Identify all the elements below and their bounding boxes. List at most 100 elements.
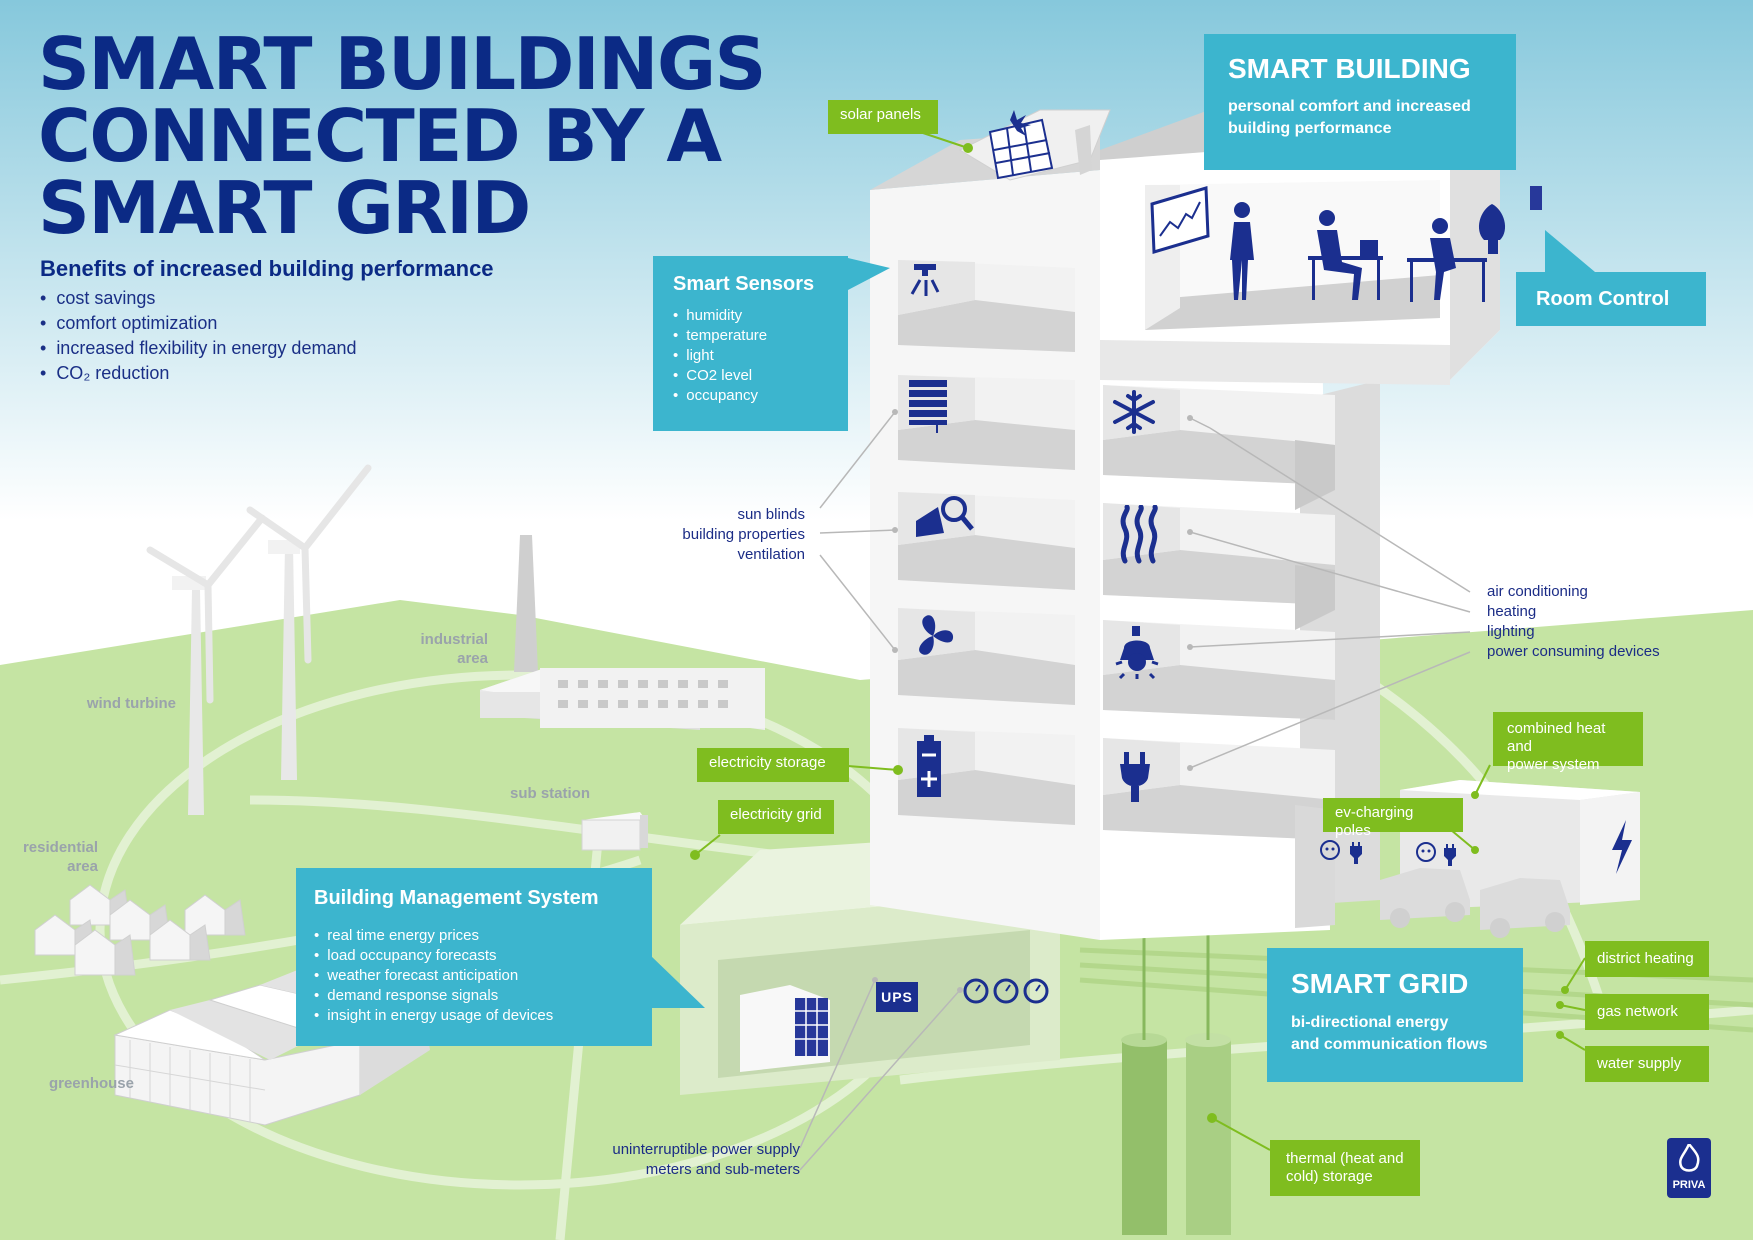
- sensor-item: light: [673, 346, 828, 366]
- sensor-side-labels: sun blinds building properties ventilati…: [640, 505, 805, 565]
- device-side-labels: air conditioning heating lighting power …: [1487, 582, 1687, 662]
- label-meters: meters and sub-meters: [645, 1161, 800, 1178]
- bms-title: Building Management System: [314, 887, 599, 909]
- title-line-2: CONNECTED BY A: [38, 94, 722, 178]
- priva-logo-text: PRIVA: [1672, 1179, 1706, 1191]
- smart-sensors-list: humidity temperature light CO2 level occ…: [673, 306, 828, 406]
- floor-niches: [898, 260, 1335, 928]
- page-title: SMART BUILDINGS CONNECTED BY A SMART GRI…: [38, 22, 766, 250]
- chp-line-2: power system: [1507, 756, 1600, 773]
- leader-dots: [872, 409, 1193, 993]
- bms-bubble-tail: [650, 955, 705, 1008]
- ups-badge: UPS: [876, 982, 918, 1012]
- green-connectors: [690, 127, 1586, 1151]
- benefits-list: cost savings comfort optimization increa…: [40, 286, 356, 386]
- benefit-item: CO₂ reduction: [40, 361, 356, 386]
- bms-item: load occupancy forecasts: [314, 946, 634, 966]
- benefit-item: increased flexibility in energy demand: [40, 336, 356, 361]
- lightning-icon: [1612, 820, 1632, 874]
- smart-building-desc-1: personal comfort and increased: [1228, 98, 1471, 115]
- tag-solar-panels: solar panels: [828, 100, 938, 134]
- meters-icon: [963, 978, 1049, 1004]
- bms-box: Building Management System real time ene…: [296, 868, 652, 1046]
- bms-item: weather forecast anticipation: [314, 966, 634, 986]
- bms-item: demand response signals: [314, 986, 634, 1006]
- smart-building-title: SMART BUILDING: [1228, 53, 1471, 84]
- label-sun-blinds: sun blinds: [737, 506, 805, 523]
- benefits-heading: Benefits of increased building performan…: [40, 256, 494, 281]
- smart-building-desc-2: building performance: [1228, 120, 1392, 137]
- leader-lines: [799, 411, 1471, 1171]
- tag-district-heating: district heating: [1585, 941, 1709, 977]
- power-plug-icon: [1120, 752, 1150, 802]
- tag-gas-network: gas network: [1585, 994, 1709, 1030]
- label-heating: heating: [1487, 603, 1537, 620]
- smart-grid-box: SMART GRID bi-directional energy and com…: [1267, 948, 1523, 1082]
- label-building-properties: building properties: [682, 526, 805, 543]
- benefit-item: cost savings: [40, 286, 356, 311]
- tag-ev-charging-poles: ev-charging poles: [1323, 798, 1463, 839]
- priva-logo: PRIVA: [1667, 1138, 1711, 1198]
- sensors-bubble-tail: [848, 258, 890, 290]
- wind-turbines: [146, 464, 372, 815]
- label-residential-1: residential: [22, 839, 98, 856]
- lighting-icon: [1115, 626, 1159, 680]
- ev-charger-icons: [1320, 840, 1456, 866]
- label-wind-turbine: wind turbine: [86, 695, 176, 712]
- smart-grid-title: SMART GRID: [1291, 968, 1469, 999]
- room-control-tail: [1545, 230, 1595, 272]
- solar-roof: [958, 109, 1111, 181]
- chart-icon: [1150, 186, 1210, 254]
- title-line-3: SMART GRID: [38, 166, 531, 250]
- thermal-line-1: thermal (heat and: [1286, 1150, 1404, 1167]
- office-people-icon: [1230, 202, 1506, 302]
- room-control-box: Room Control: [1516, 272, 1706, 326]
- tag-electricity-grid: electricity grid: [718, 800, 834, 834]
- label-residential-area: residential area: [0, 838, 98, 876]
- air-conditioning-icon: [1113, 390, 1155, 434]
- residential-houses: [34, 884, 246, 976]
- smart-grid-desc-2: and communication flows: [1291, 1036, 1488, 1053]
- sensor-item: CO2 level: [673, 366, 828, 386]
- tag-combined-heat-power: combined heat and power system: [1493, 712, 1643, 773]
- building-properties-icon: [916, 496, 974, 537]
- battery-icon: [917, 735, 941, 797]
- ventilation-fan-icon: [919, 615, 954, 655]
- smart-grid-desc-1: bi-directional energy: [1291, 1014, 1449, 1031]
- title-line-1: SMART BUILDINGS: [38, 22, 766, 106]
- label-industrial-2: area: [457, 650, 488, 667]
- label-air-conditioning: air conditioning: [1487, 583, 1588, 600]
- ups-meter-labels: uninterruptible power supply meters and …: [585, 1140, 800, 1180]
- bms-item: insight in energy usage of devices: [314, 1006, 634, 1026]
- label-ventilation: ventilation: [737, 546, 805, 563]
- smart-building-box: SMART BUILDING personal comfort and incr…: [1204, 34, 1516, 170]
- sensor-item: temperature: [673, 326, 828, 346]
- tag-thermal-storage: thermal (heat and cold) storage: [1270, 1140, 1420, 1196]
- smart-sensors-title: Smart Sensors: [673, 273, 815, 295]
- industrial-area: [480, 535, 765, 730]
- heating-icon: [1120, 505, 1158, 564]
- label-sub-station: sub station: [509, 785, 590, 802]
- flame-icon: [1679, 1144, 1700, 1172]
- bms-item: real time energy prices: [314, 926, 634, 946]
- label-ups: uninterruptible power supply: [612, 1141, 800, 1158]
- label-greenhouse: greenhouse: [48, 1075, 134, 1092]
- sun-blinds-icon: [909, 380, 947, 433]
- label-power-consuming-devices: power consuming devices: [1487, 643, 1660, 660]
- benefit-item: comfort optimization: [40, 311, 356, 336]
- label-industrial-area: industrial area: [388, 630, 488, 668]
- tag-water-supply: water supply: [1585, 1046, 1709, 1082]
- label-industrial-1: industrial: [420, 631, 488, 648]
- bms-list: real time energy prices load occupancy f…: [314, 926, 634, 1026]
- sensor-item: occupancy: [673, 386, 828, 406]
- label-lighting: lighting: [1487, 623, 1535, 640]
- sprinkler-icon: [910, 264, 940, 296]
- sub-station: [581, 812, 648, 851]
- label-residential-2: area: [67, 858, 98, 875]
- thermal-storage: [1121, 930, 1231, 1235]
- sensor-item: humidity: [673, 306, 828, 326]
- room-cutaway: [1145, 180, 1542, 330]
- tag-electricity-storage: electricity storage: [697, 748, 849, 782]
- chp-line-1: combined heat and: [1507, 720, 1606, 755]
